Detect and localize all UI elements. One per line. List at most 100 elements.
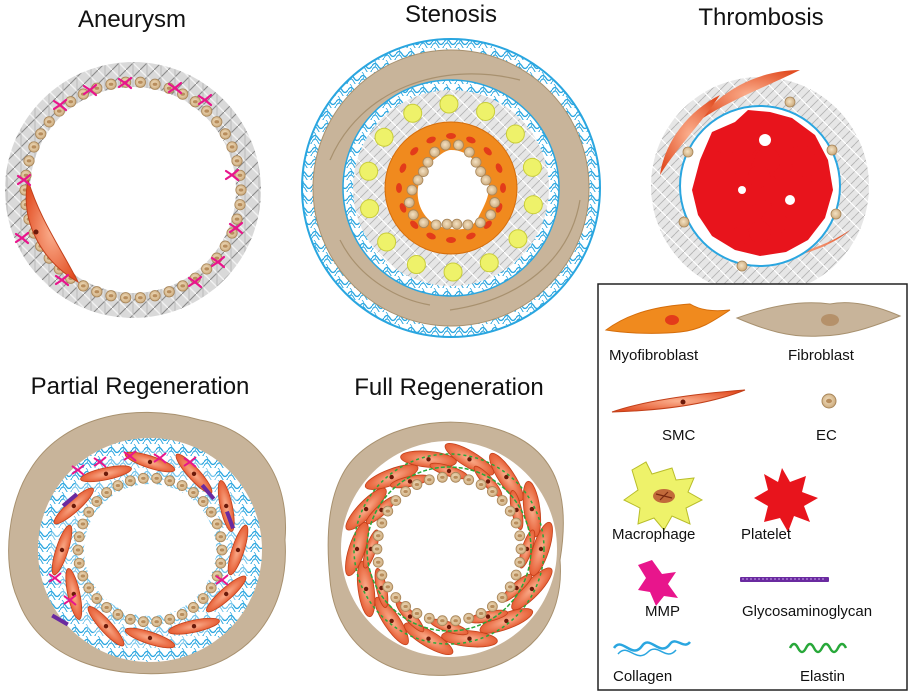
stenosis-lumen xyxy=(417,150,489,230)
mmp-mark xyxy=(48,572,62,584)
panel-title-thrombosis: Thrombosis xyxy=(698,4,823,31)
ec-icon xyxy=(821,393,837,409)
mmp-mark xyxy=(228,221,244,235)
endothelial-cell xyxy=(480,174,492,186)
full-regeneration-vessel xyxy=(327,421,564,676)
mmp-mark xyxy=(123,450,137,462)
macrophage xyxy=(374,127,394,147)
macrophage xyxy=(479,253,499,273)
fibroblast-icon xyxy=(735,302,902,337)
partial-endothelial-ring xyxy=(72,472,228,628)
legend-label-elastin: Elastin xyxy=(800,668,845,685)
mmp-mark xyxy=(215,574,229,586)
panel-title-full-regeneration: Full Regeneration xyxy=(354,374,543,401)
platelet xyxy=(748,220,771,243)
panel-title-aneurysm: Aneurysm xyxy=(78,6,186,33)
panel-title-stenosis: Stenosis xyxy=(405,1,497,28)
aneurysm-mmp-group xyxy=(14,76,244,289)
mmp-mark xyxy=(52,98,68,112)
endothelial-cell xyxy=(440,139,451,151)
mmp-mark xyxy=(54,273,70,287)
endothelial-cell xyxy=(412,174,424,186)
endothelial-cell xyxy=(451,218,463,230)
endothelial-cell xyxy=(453,139,464,151)
endothelial-cell xyxy=(422,156,434,168)
myofibroblast-nucleus xyxy=(426,232,436,240)
mmp-mark xyxy=(82,83,98,97)
stenosis-vessel xyxy=(301,38,601,338)
endothelial-cell xyxy=(441,218,453,230)
mmp-mark xyxy=(117,76,133,90)
endothelial-cell xyxy=(485,209,497,221)
legend-label-glycosaminoglycan: Glycosaminoglycan xyxy=(742,603,872,620)
legend: Myofibroblast Fibroblast SMC EC Macropha… xyxy=(597,283,908,691)
endothelial-cell xyxy=(486,184,498,196)
macrophage xyxy=(476,101,496,121)
mmp-mark xyxy=(167,81,183,95)
platelet xyxy=(763,178,790,205)
thrombosis-endothelial-cells xyxy=(678,96,842,272)
mmp-mark xyxy=(197,93,213,107)
endothelial-cell xyxy=(462,219,474,231)
legend-label-fibroblast: Fibroblast xyxy=(788,347,855,364)
mmp-mark xyxy=(183,456,197,468)
endothelial-cell xyxy=(678,216,690,228)
platelet xyxy=(748,165,771,188)
myofibroblast-nucleus xyxy=(396,183,402,193)
partial-mmp-group xyxy=(48,450,229,606)
glycosaminoglycan xyxy=(51,613,69,627)
partial-regeneration-vessel xyxy=(8,411,287,675)
mmp-icon xyxy=(638,560,678,606)
endothelial-cell xyxy=(429,146,441,158)
platelet xyxy=(713,128,740,155)
panel-title-partial-regeneration: Partial Regeneration xyxy=(31,373,250,400)
partial-smc-group xyxy=(51,451,249,649)
endothelial-cell xyxy=(463,146,475,158)
legend-label-ec: EC xyxy=(816,427,837,444)
mmp-mark xyxy=(187,275,203,289)
stenosis-macrophage-group xyxy=(359,94,543,282)
endothelial-cell xyxy=(830,208,842,220)
full-endothelial-ring xyxy=(371,471,527,627)
endothelial-cell xyxy=(417,166,429,177)
macrophage xyxy=(406,255,426,275)
platelet xyxy=(712,160,735,183)
mmp-mark xyxy=(63,594,77,606)
myofibroblast-nucleus xyxy=(500,183,506,193)
mmp-mark xyxy=(210,255,226,269)
legend-label-collagen: Collagen xyxy=(613,668,672,685)
mmp-mark xyxy=(93,456,107,468)
macrophage xyxy=(523,195,543,215)
myofibroblast-nucleus xyxy=(410,147,419,156)
mmp-mark xyxy=(14,231,30,245)
endothelial-cell xyxy=(826,144,838,156)
platelet xyxy=(768,202,787,221)
myofibroblast-nucleus xyxy=(410,220,419,229)
legend-label-mmp: MMP xyxy=(645,603,680,620)
legend-label-macrophage: Macrophage xyxy=(612,526,695,543)
endothelial-cell xyxy=(418,217,430,229)
macrophage xyxy=(508,229,528,249)
macrophage xyxy=(522,157,542,177)
glycosaminoglycan-icon xyxy=(740,577,829,582)
glycosaminoglycan xyxy=(200,483,216,501)
legend-label-myofibroblast: Myofibroblast xyxy=(609,347,699,364)
mmp-mark xyxy=(16,173,32,187)
endothelial-cell xyxy=(403,197,415,208)
mmp-mark xyxy=(153,452,167,464)
macrophage xyxy=(439,94,459,114)
platelet xyxy=(792,150,819,177)
myofibroblast-nucleus xyxy=(466,136,476,144)
myofibroblast-nucleus xyxy=(426,136,436,144)
macrophage xyxy=(403,103,423,123)
endothelial-cell xyxy=(407,209,419,221)
mmp-mark xyxy=(71,464,85,476)
glycosaminoglycan xyxy=(225,510,235,530)
macrophage xyxy=(360,199,380,219)
myofibroblast-nucleus xyxy=(446,133,456,139)
thrombosis-vessel xyxy=(651,70,869,295)
macrophage xyxy=(443,262,463,282)
macrophage xyxy=(359,161,379,181)
platelet-icon xyxy=(754,468,818,532)
